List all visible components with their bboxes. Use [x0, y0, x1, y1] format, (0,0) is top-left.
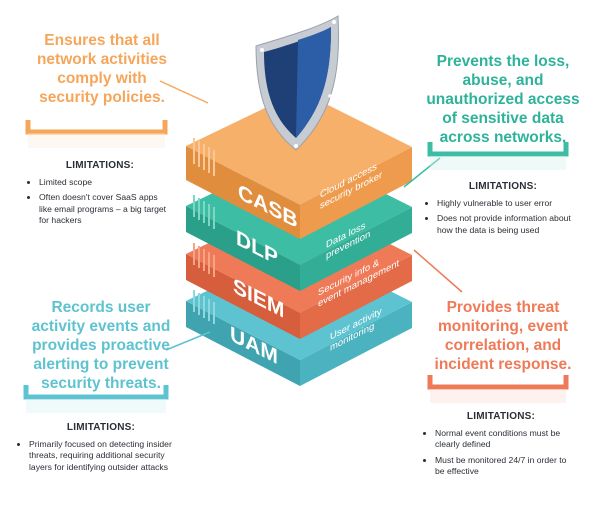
limitations-uam: LIMITATIONS: Primarily focused on detect… — [20, 422, 182, 477]
callout-siem-line: Provides threat — [420, 298, 586, 317]
callout-uam-line: security threats. — [16, 374, 186, 393]
callout-dlp-line: unauthorized access — [420, 90, 586, 109]
callout-casb-line: security policies. — [22, 88, 182, 107]
callout-dlp: Prevents the loss, abuse, and unauthoriz… — [420, 52, 586, 147]
limitation-item: Normal event conditions must be clearly … — [435, 428, 576, 451]
callout-uam-line: Records user — [16, 298, 186, 317]
limitation-item: Often doesn't cover SaaS apps like email… — [39, 192, 170, 227]
limitations-siem: LIMITATIONS: Normal event conditions mus… — [426, 411, 576, 482]
limitations-casb: LIMITATIONS: Limited scope Often doesn't… — [30, 160, 170, 231]
callout-uam: Records user activity events and provide… — [16, 298, 186, 393]
callout-siem-line: correlation, and — [420, 336, 586, 355]
callout-uam-line: alerting to prevent — [16, 355, 186, 374]
limitations-title: LIMITATIONS: — [30, 160, 170, 172]
callout-casb-line: comply with — [22, 69, 182, 88]
bracket-siem — [430, 375, 566, 387]
callout-casb-line: Ensures that all — [22, 31, 182, 50]
limitation-item: Primarily focused on detecting insider t… — [29, 439, 182, 474]
bracket-casb — [28, 120, 165, 132]
limitations-title: LIMITATIONS: — [428, 181, 578, 193]
callout-siem-line: monitoring, event — [420, 317, 586, 336]
limitation-item: Limited scope — [39, 177, 170, 189]
limitation-item: Does not provide information about how t… — [437, 213, 578, 236]
limitations-title: LIMITATIONS: — [20, 422, 182, 434]
callout-casb: Ensures that all network activities comp… — [22, 31, 182, 107]
callout-uam-line: provides proactive — [16, 336, 186, 355]
callout-casb-line: network activities — [22, 50, 182, 69]
connector-siem — [414, 250, 462, 292]
callout-siem: Provides threat monitoring, event correl… — [420, 298, 586, 374]
limitations-dlp: LIMITATIONS: Highly vulnerable to user e… — [428, 181, 578, 240]
limitation-item: Highly vulnerable to user error — [437, 198, 578, 210]
callout-siem-line: incident response. — [420, 355, 586, 374]
callout-dlp-line: across networks. — [420, 128, 586, 147]
limitation-item: Must be monitored 24/7 in order to be ef… — [435, 455, 576, 478]
limitations-title: LIMITATIONS: — [426, 411, 576, 423]
callout-uam-line: activity events and — [16, 317, 186, 336]
callout-dlp-line: of sensitive data — [420, 109, 586, 128]
callout-dlp-line: Prevents the loss, — [420, 52, 586, 71]
callout-dlp-line: abuse, and — [420, 71, 586, 90]
